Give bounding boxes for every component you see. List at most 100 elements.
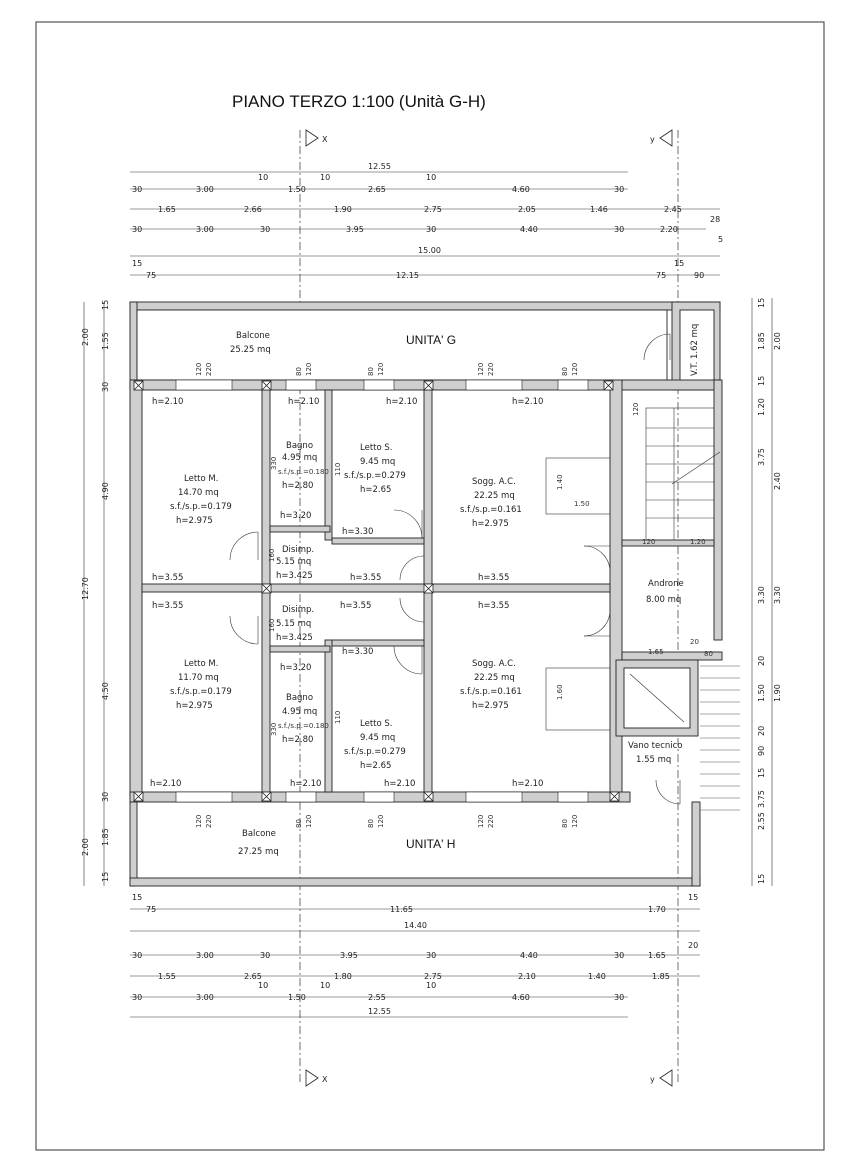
svg-text:80: 80	[295, 819, 303, 828]
svg-text:2.00: 2.00	[81, 838, 90, 856]
section-label-y-bottom: y	[650, 1075, 655, 1084]
svg-text:160: 160	[268, 549, 276, 562]
svg-text:4.90: 4.90	[101, 482, 110, 500]
svg-text:Vano tecnico: Vano tecnico	[628, 741, 683, 751]
svg-text:9.45 mq: 9.45 mq	[360, 457, 395, 467]
section-label-x-bottom: X	[322, 1075, 328, 1084]
svg-text:220: 220	[487, 815, 495, 828]
dim-top-r3-0: 30	[132, 225, 142, 234]
svg-text:Disimp.: Disimp.	[282, 545, 314, 555]
svg-text:25.25 mq: 25.25 mq	[230, 345, 271, 355]
svg-text:20: 20	[757, 656, 766, 666]
dim-top-r3-3: 3.95	[346, 225, 364, 234]
svg-text:120: 120	[571, 363, 579, 376]
svg-text:h=2.80: h=2.80	[282, 481, 313, 491]
svg-text:3.95: 3.95	[340, 951, 358, 960]
svg-text:11.65: 11.65	[390, 905, 413, 914]
svg-text:80: 80	[295, 367, 303, 376]
svg-text:h=2.65: h=2.65	[360, 485, 391, 495]
svg-text:s.f./s.p.=0.179: s.f./s.p.=0.179	[170, 687, 232, 697]
dim-top-r2-2: 1.90	[334, 205, 352, 214]
svg-text:9.45 mq: 9.45 mq	[360, 733, 395, 743]
svg-text:30: 30	[426, 951, 436, 960]
svg-text:h=2.10: h=2.10	[386, 397, 417, 407]
room-disimp-g: Disimp. 5.15 mq h=3.425	[276, 545, 314, 581]
svg-text:Balcone: Balcone	[236, 331, 270, 341]
dim-top-r3-4: 30	[426, 225, 436, 234]
dim-top-r4-3: 75	[656, 271, 666, 280]
svg-text:1.60: 1.60	[556, 684, 564, 700]
windows-top	[175, 379, 589, 803]
svg-text:h=2.975: h=2.975	[176, 516, 213, 526]
svg-text:Bagno: Bagno	[286, 693, 313, 703]
svg-text:1.55 mq: 1.55 mq	[636, 755, 671, 765]
svg-text:Disimp.: Disimp.	[282, 605, 314, 615]
dim-top-r3-7: 2.20	[660, 225, 678, 234]
svg-text:220: 220	[205, 363, 213, 376]
top-dimensions: 12.55 30 3.00 10 1.50 10 2.65 10 4.60 30…	[130, 162, 723, 280]
svg-text:80: 80	[704, 650, 713, 658]
svg-text:20: 20	[757, 726, 766, 736]
svg-text:110: 110	[334, 711, 342, 724]
svg-text:1.20: 1.20	[690, 538, 706, 546]
room-letto-s-h: Letto S. 9.45 mq s.f./s.p.=0.279 h=2.65	[344, 719, 406, 771]
dim-top-r1-2: 10	[258, 173, 268, 182]
svg-text:h=2.10: h=2.10	[152, 397, 183, 407]
svg-text:120: 120	[477, 815, 485, 828]
door-swings	[229, 333, 681, 805]
dim-top-r4-4: 15	[674, 259, 684, 268]
svg-text:2.55: 2.55	[368, 993, 386, 1002]
svg-text:80: 80	[367, 819, 375, 828]
svg-text:2.10: 2.10	[518, 972, 536, 981]
svg-text:h=3.55: h=3.55	[152, 573, 183, 583]
svg-text:1.50: 1.50	[288, 993, 306, 1002]
svg-text:30: 30	[101, 792, 110, 802]
svg-text:120: 120	[195, 815, 203, 828]
svg-text:22.25 mq: 22.25 mq	[474, 673, 515, 683]
svg-text:15: 15	[132, 893, 142, 902]
svg-text:15: 15	[757, 768, 766, 778]
svg-text:4.50: 4.50	[101, 682, 110, 700]
svg-text:Letto M.: Letto M.	[184, 474, 218, 484]
svg-text:h=2.10: h=2.10	[512, 397, 543, 407]
svg-text:h=3.20: h=3.20	[280, 511, 311, 521]
svg-text:h=3.55: h=3.55	[478, 601, 509, 611]
svg-text:3.75: 3.75	[757, 790, 766, 808]
svg-text:220: 220	[205, 815, 213, 828]
svg-text:30: 30	[101, 382, 110, 392]
bottom-dimensions: 15 75 11.65 1.70 15 14.40 30 3.00 30 3.9…	[130, 893, 700, 1018]
svg-text:30: 30	[132, 951, 142, 960]
svg-text:14.70 mq: 14.70 mq	[178, 488, 219, 498]
room-bagno-g: Bagno 4.95 mq s.f./s.p.=0.180 h=2.80	[278, 441, 329, 491]
svg-text:4.40: 4.40	[520, 951, 538, 960]
svg-text:110: 110	[334, 463, 342, 476]
svg-text:h=2.80: h=2.80	[282, 735, 313, 745]
svg-text:s.f./s.p.=0.279: s.f./s.p.=0.279	[344, 471, 406, 481]
svg-text:3.75: 3.75	[757, 448, 766, 466]
dim-top-r3-2: 30	[260, 225, 270, 234]
svg-text:3.30: 3.30	[757, 586, 766, 604]
dim-top-r1-6: 10	[426, 173, 436, 182]
dim-top-r1-0: 30	[132, 185, 142, 194]
svg-text:1.40: 1.40	[588, 972, 606, 981]
dim-top-r3-right-0: 28	[710, 215, 720, 224]
svg-text:s.f./s.p.=0.279: s.f./s.p.=0.279	[344, 747, 406, 757]
svg-text:15: 15	[757, 874, 766, 884]
svg-text:2.40: 2.40	[773, 472, 782, 490]
svg-text:30: 30	[614, 993, 624, 1002]
svg-text:15: 15	[101, 300, 110, 310]
svg-text:h=3.30: h=3.30	[342, 527, 373, 537]
svg-text:1.80: 1.80	[334, 972, 352, 981]
svg-text:20: 20	[688, 941, 698, 950]
room-disimp-h: Disimp. 5.15 mq h=3.425	[276, 605, 314, 643]
svg-text:15: 15	[688, 893, 698, 902]
svg-text:2.75: 2.75	[424, 972, 442, 981]
svg-text:h=2.975: h=2.975	[472, 519, 509, 529]
svg-text:4.95 mq: 4.95 mq	[282, 707, 317, 717]
height-labels: h=2.10 h=2.10 h=2.10 h=2.10 h=3.20 h=3.3…	[150, 397, 543, 789]
svg-text:s.f./s.p.=0.179: s.f./s.p.=0.179	[170, 502, 232, 512]
svg-text:h=3.425: h=3.425	[276, 633, 313, 643]
svg-text:h=2.10: h=2.10	[150, 779, 181, 789]
svg-text:Balcone: Balcone	[242, 829, 276, 839]
svg-text:s.f./s.p.=0.161: s.f./s.p.=0.161	[460, 687, 522, 697]
